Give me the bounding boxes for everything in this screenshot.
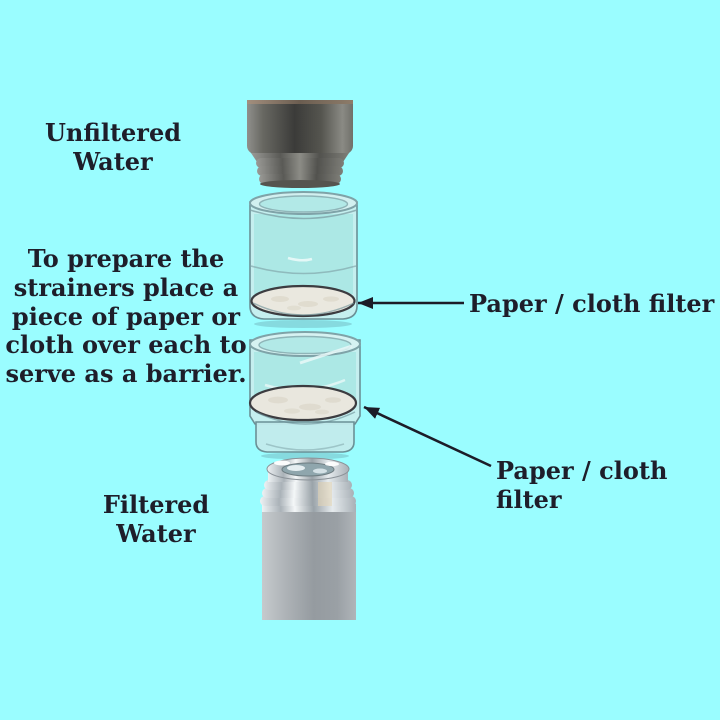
lower-paper-filter-disc [248,384,358,422]
paper-filter-label-bottom: Paper / cloth filter [496,456,668,514]
upper-paper-filter-disc [250,284,356,318]
lower-strainer-graphic [248,331,361,460]
filtered-bottle-graphic [260,457,356,620]
filtered-water-label: Filtered Water [102,490,210,548]
unfiltered-water-label: Unfiltered Water [45,118,181,176]
upper-strainer-graphic [249,191,358,328]
instruction-text: To prepare the strainers place a piece o… [5,244,247,389]
arrow-to-lower-filter [363,405,492,468]
unfiltered-bottle-graphic [247,100,353,188]
paper-filter-label-top: Paper / cloth filter [469,289,715,318]
